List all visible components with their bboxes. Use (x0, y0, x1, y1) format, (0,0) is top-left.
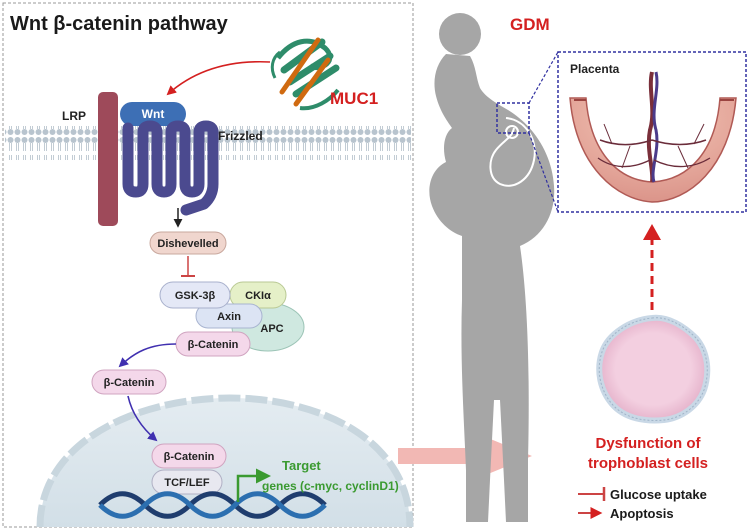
fetus-icon (489, 117, 536, 187)
muc1-protein-structure (270, 37, 340, 111)
dishevelled-node (149, 231, 227, 255)
glucose-uptake-label: Glucose uptake (610, 487, 707, 502)
ckia-label: CKIα (245, 290, 271, 302)
transcription-arrow (236, 468, 271, 502)
nuclear-envelope (36, 394, 414, 528)
target-label-line2: genes (c-myc, cyclinD1) (262, 479, 399, 493)
gsk3b-node (159, 281, 231, 309)
nucleus (40, 398, 410, 527)
dishevelled-label: Dishevelled (157, 238, 218, 250)
frizzled-label: Frizzled (218, 129, 263, 143)
bcatenin-free-label: β-Catenin (104, 377, 155, 389)
bcatenin-nucleus-node (151, 443, 227, 469)
muc1-label: MUC1 (330, 89, 378, 108)
pathway-to-cells-arrow (398, 438, 532, 474)
dysfunction-title-line1: Dysfunction of (596, 435, 702, 452)
gsk3b-label: GSK-3β (175, 290, 216, 302)
wnt-label: Wnt (142, 107, 165, 121)
axin-node (195, 303, 263, 329)
placenta-illustration (569, 71, 737, 203)
axin-label: Axin (217, 311, 241, 323)
cells-to-placenta-arrowhead (643, 224, 661, 240)
placenta-label: Placenta (570, 62, 620, 76)
bcatenin-complex-label: β-Catenin (188, 339, 239, 351)
lrp-receptor (98, 92, 118, 226)
bcatenin-free-node (91, 369, 167, 395)
tcf-lef-node (151, 469, 223, 495)
tcf-lef-label: TCF/LEF (164, 477, 209, 489)
target-label-line1: Target (282, 458, 321, 473)
dysfunction-title-line2: trophoblast cells (588, 455, 708, 472)
pregnant-woman-silhouette (429, 13, 555, 522)
trophoblast-cell-border (598, 317, 708, 421)
bcatenin-translocation-arrow (127, 395, 158, 442)
pathway-title: Wnt β-catenin pathway (10, 13, 229, 35)
wnt-ligand (120, 102, 186, 126)
frizzled-receptor (122, 120, 219, 216)
zoom-line-bottom (528, 132, 559, 213)
apoptosis-label: Apoptosis (610, 506, 674, 521)
zoom-line-top (528, 51, 559, 104)
dna-helix (98, 491, 327, 519)
muc1-to-wnt-arrow (166, 60, 271, 96)
bcatenin-nucleus-label: β-Catenin (164, 451, 215, 463)
pathway-panel-frame (2, 2, 414, 528)
lrp-label: LRP (62, 109, 86, 123)
gdm-label: GDM (510, 15, 550, 34)
zoom-source-box (496, 102, 530, 134)
bcatenin-release-arrow (118, 343, 177, 368)
apc-label: APC (260, 323, 283, 335)
